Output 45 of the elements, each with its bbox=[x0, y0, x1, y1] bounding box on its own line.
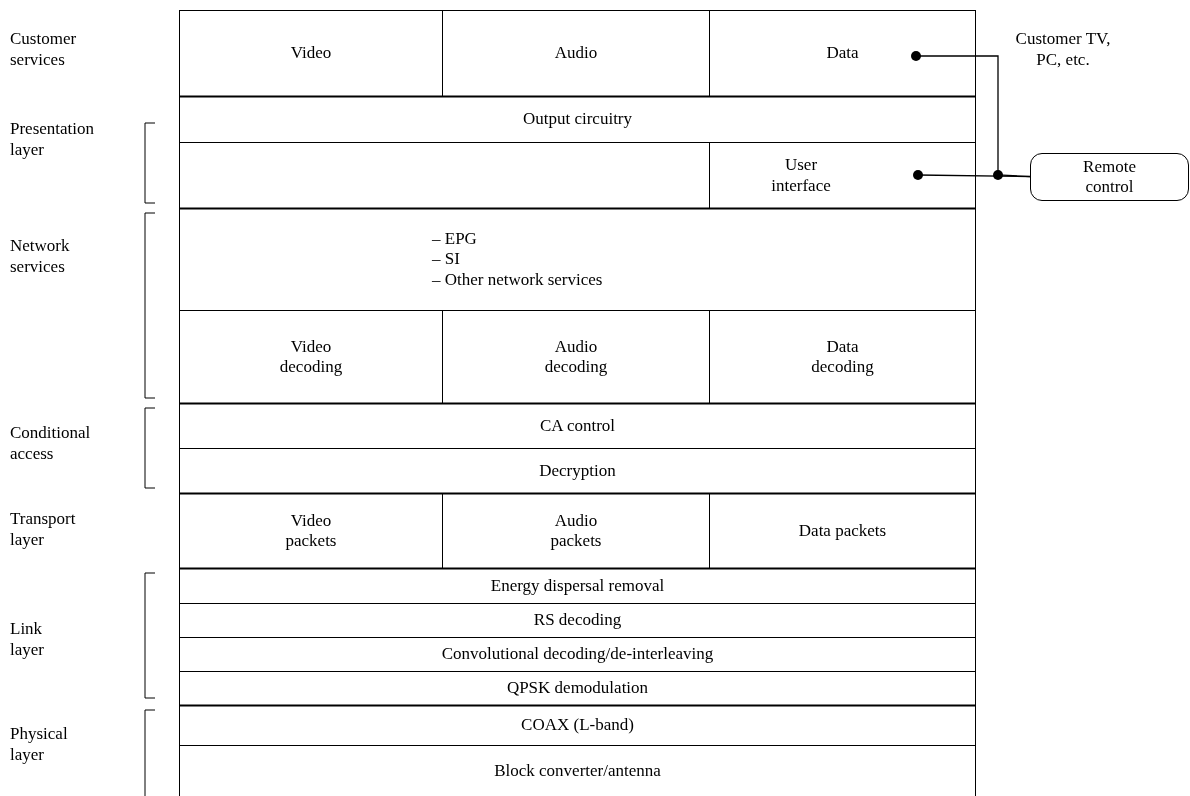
layer-label: Presentation layer bbox=[10, 118, 95, 161]
layer-cell bbox=[179, 671, 976, 706]
layer-cell bbox=[179, 403, 976, 449]
cell-label: Energy dispersal removal bbox=[490, 575, 665, 597]
cell-label: Data bbox=[826, 43, 859, 64]
layer-cell bbox=[179, 96, 976, 143]
cell-label: COAX (L-band) bbox=[521, 715, 634, 736]
layer-cell bbox=[179, 448, 976, 494]
cell-label: Data decoding bbox=[810, 336, 875, 378]
layer-label: Link layer bbox=[10, 618, 44, 661]
layer-label: Transport layer bbox=[10, 508, 76, 551]
layer-cell bbox=[709, 10, 976, 97]
layer-cell bbox=[179, 10, 443, 97]
cell-label: Video packets bbox=[284, 510, 338, 552]
remote-control-box bbox=[1030, 153, 1189, 201]
device-label: Customer TV, PC, etc. bbox=[1014, 28, 1112, 71]
cell-label: RS decoding bbox=[533, 610, 622, 631]
cell-label: Decryption bbox=[539, 460, 616, 482]
cell-label: Audio packets bbox=[549, 510, 603, 552]
connector bbox=[913, 170, 1031, 180]
cell-label: Data packets bbox=[798, 520, 887, 542]
layer-cell bbox=[179, 705, 976, 746]
cell-label: QPSK demodulation bbox=[506, 678, 649, 699]
cell-label: Convolutional decoding/de-interleaving bbox=[441, 644, 714, 665]
cell-label: Remote control bbox=[1082, 156, 1137, 198]
layer-cell bbox=[179, 208, 976, 311]
list-item: – SI bbox=[432, 249, 460, 270]
list-item: – Other network services bbox=[432, 269, 603, 291]
cell-label: Video bbox=[290, 43, 332, 64]
cell-label: User interface bbox=[770, 155, 832, 196]
layer-cell bbox=[179, 568, 976, 604]
layer-label: Physical layer bbox=[10, 723, 68, 766]
cell-label: Audio bbox=[554, 43, 598, 64]
layer-label: Network services bbox=[10, 235, 70, 278]
cell-label: Output circuitry bbox=[522, 109, 633, 130]
layer-label: Conditional access bbox=[10, 422, 91, 465]
list-item: – EPG bbox=[432, 228, 477, 250]
cell-label: CA control bbox=[539, 415, 616, 437]
layer-cell bbox=[179, 745, 976, 796]
layer-label: Customer services bbox=[10, 28, 77, 71]
layer-cell bbox=[179, 603, 976, 638]
layer-cell bbox=[179, 637, 976, 672]
cell-label: Block converter/antenna bbox=[494, 761, 661, 782]
cell-label: Audio decoding bbox=[543, 336, 609, 378]
cell-label: Video decoding bbox=[278, 336, 344, 378]
